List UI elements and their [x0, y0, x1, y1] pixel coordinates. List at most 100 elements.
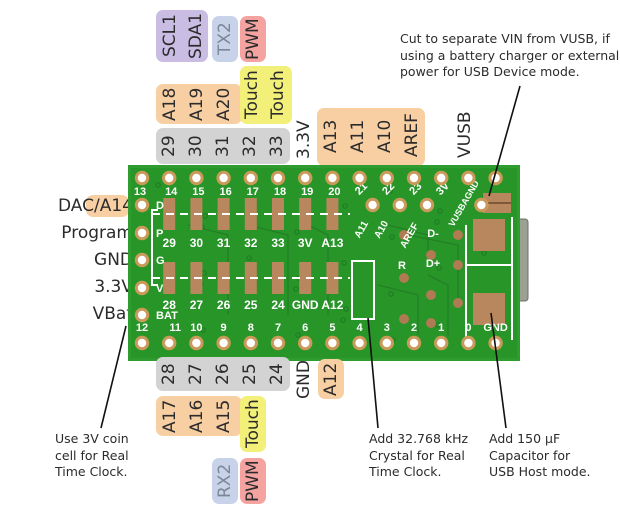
silk-top-pad-label: 30 — [190, 236, 204, 250]
bottom-analog-a15: A15 — [214, 399, 234, 433]
top-serial-group — [212, 16, 238, 62]
via — [202, 213, 208, 219]
top-analog-a18: A18 — [160, 87, 180, 121]
top-touch-group — [240, 66, 292, 124]
bottom-serial-pill — [212, 458, 238, 504]
silk-top-pin-number: 16 — [219, 186, 231, 198]
note-crystal: Add 32.768 kHz Crystal for Real Time Clo… — [369, 431, 468, 481]
usb-outline — [465, 217, 513, 340]
top-pin-label-31: 31 — [213, 135, 233, 157]
silk-bottom-pad-label: 24 — [271, 298, 285, 312]
left-pin-hole — [137, 200, 147, 210]
via — [249, 244, 255, 250]
top-analog-a11: A11 — [348, 119, 368, 153]
silk-bottom-pin-number: 11 — [169, 322, 181, 334]
bottom-pin-hole — [328, 338, 337, 348]
note-coin-cell-line-3: Time Clock. — [55, 464, 128, 479]
silk-top-pin-number: 17 — [247, 186, 259, 198]
top-power-label: 3.3V — [294, 120, 314, 160]
silk-top-pin-number: 19 — [301, 186, 313, 198]
test-pad — [399, 273, 409, 283]
top-pwm-group — [240, 16, 266, 62]
bottom-a12-label: A12 — [321, 362, 341, 396]
test-pad — [453, 230, 463, 240]
silk-top-pin-number: 18 — [274, 186, 286, 198]
top-pin-label-32: 32 — [240, 135, 260, 157]
silk-top-pad-label: 3V — [298, 236, 313, 250]
silk-top-pad-label: 29 — [163, 236, 177, 250]
top-analog-a19: A19 — [187, 87, 207, 121]
test-pad — [426, 290, 436, 300]
via — [435, 322, 441, 328]
test-pad — [453, 260, 463, 270]
silk-bottom-pin-number: 3 — [384, 322, 390, 334]
inner-pin-hole — [395, 200, 404, 210]
pins — [134, 170, 503, 351]
via — [389, 234, 395, 240]
bottom-serial-rx2: RX2 — [215, 463, 235, 499]
bottom-a12-pill — [318, 359, 344, 399]
bottom-pad — [326, 262, 339, 294]
via — [248, 301, 254, 307]
bottom-pin-hole — [219, 338, 228, 348]
bottom-pin-hole — [437, 338, 446, 348]
bottom-pin-hole — [273, 338, 283, 348]
silk-bottom-pin-number: 10 — [190, 322, 202, 334]
via — [343, 306, 349, 312]
top-i2c-sda1: SDA1 — [186, 12, 206, 60]
top-touch-33: Touch — [268, 70, 288, 120]
silk-top-pad-label: 32 — [244, 236, 258, 250]
top-pin-hole — [437, 173, 446, 183]
top-analog-group — [317, 108, 425, 166]
left-dac-analog-pill — [86, 195, 129, 217]
inner-pin-hole — [422, 200, 432, 210]
silk-mid-label: R — [398, 260, 406, 272]
silk-bottom-pin-number: 12 — [136, 322, 148, 334]
via — [293, 286, 299, 292]
note-coin-cell-line-1: Use 3V coin — [55, 431, 129, 446]
via — [387, 188, 393, 194]
note-vusb-cut-line-2: using a battery charger or external — [400, 47, 620, 63]
left-bracket — [151, 209, 158, 286]
bottom-pin-hole — [165, 338, 174, 348]
trace — [377, 284, 419, 335]
top-pwm-label: PWM — [243, 18, 263, 60]
top-pin-hole — [491, 173, 500, 183]
silk-top-pin-number: 15 — [192, 186, 204, 198]
bottom-analog-a16: A16 — [187, 399, 207, 433]
top-serial-tx2: TX2 — [215, 22, 235, 56]
bottom-pwm-label: PWM — [243, 460, 263, 502]
left-pin-hole — [137, 310, 147, 320]
top-pin-number-group — [156, 128, 290, 164]
silk-bottom-pin-number: GND — [483, 322, 508, 334]
silk-bottom-pad-label: 28 — [163, 298, 177, 312]
left-pin-hole — [137, 255, 147, 265]
bottom-pad — [299, 262, 312, 294]
silk-top-pin-number: 13 — [134, 186, 146, 198]
silk-bottom-pad-label: 26 — [217, 298, 231, 312]
top-pad — [326, 198, 339, 230]
silk-bottom-pin-number: 8 — [248, 322, 254, 334]
via — [246, 255, 252, 261]
note-coin-cell: Use 3V coin cell for Real Time Clock. — [55, 431, 129, 481]
top-pin-hole — [165, 173, 174, 183]
via — [434, 219, 440, 225]
silk-bottom-pin-number: 7 — [275, 322, 281, 334]
silk-bottom-pin-number: 9 — [221, 322, 227, 334]
left-pin-hole — [137, 228, 147, 238]
silk-bottom-pad-label: A12 — [321, 298, 343, 312]
top-analog-upper-group — [156, 84, 242, 124]
silk-left-letter: G — [156, 255, 165, 267]
top-pin-hole — [137, 173, 147, 183]
crystal-outline — [351, 260, 375, 320]
silk-left-letter: BAT — [156, 310, 178, 322]
note-vusb-cut-line-1: Cut to separate VIN from VUSB, if — [400, 31, 610, 46]
top-pin-hole — [409, 173, 419, 183]
silk-bottom-pad-label: 27 — [190, 298, 204, 312]
note-crystal-line-1: Add 32.768 kHz — [369, 431, 469, 446]
bottom-pin-label-27: 27 — [186, 363, 206, 385]
bottom-pwm-pill — [240, 458, 266, 504]
silk-left-letter: V — [156, 283, 164, 295]
inner-pin-hole — [477, 200, 486, 210]
silk-bottom-pin-number: 1 — [438, 322, 444, 334]
